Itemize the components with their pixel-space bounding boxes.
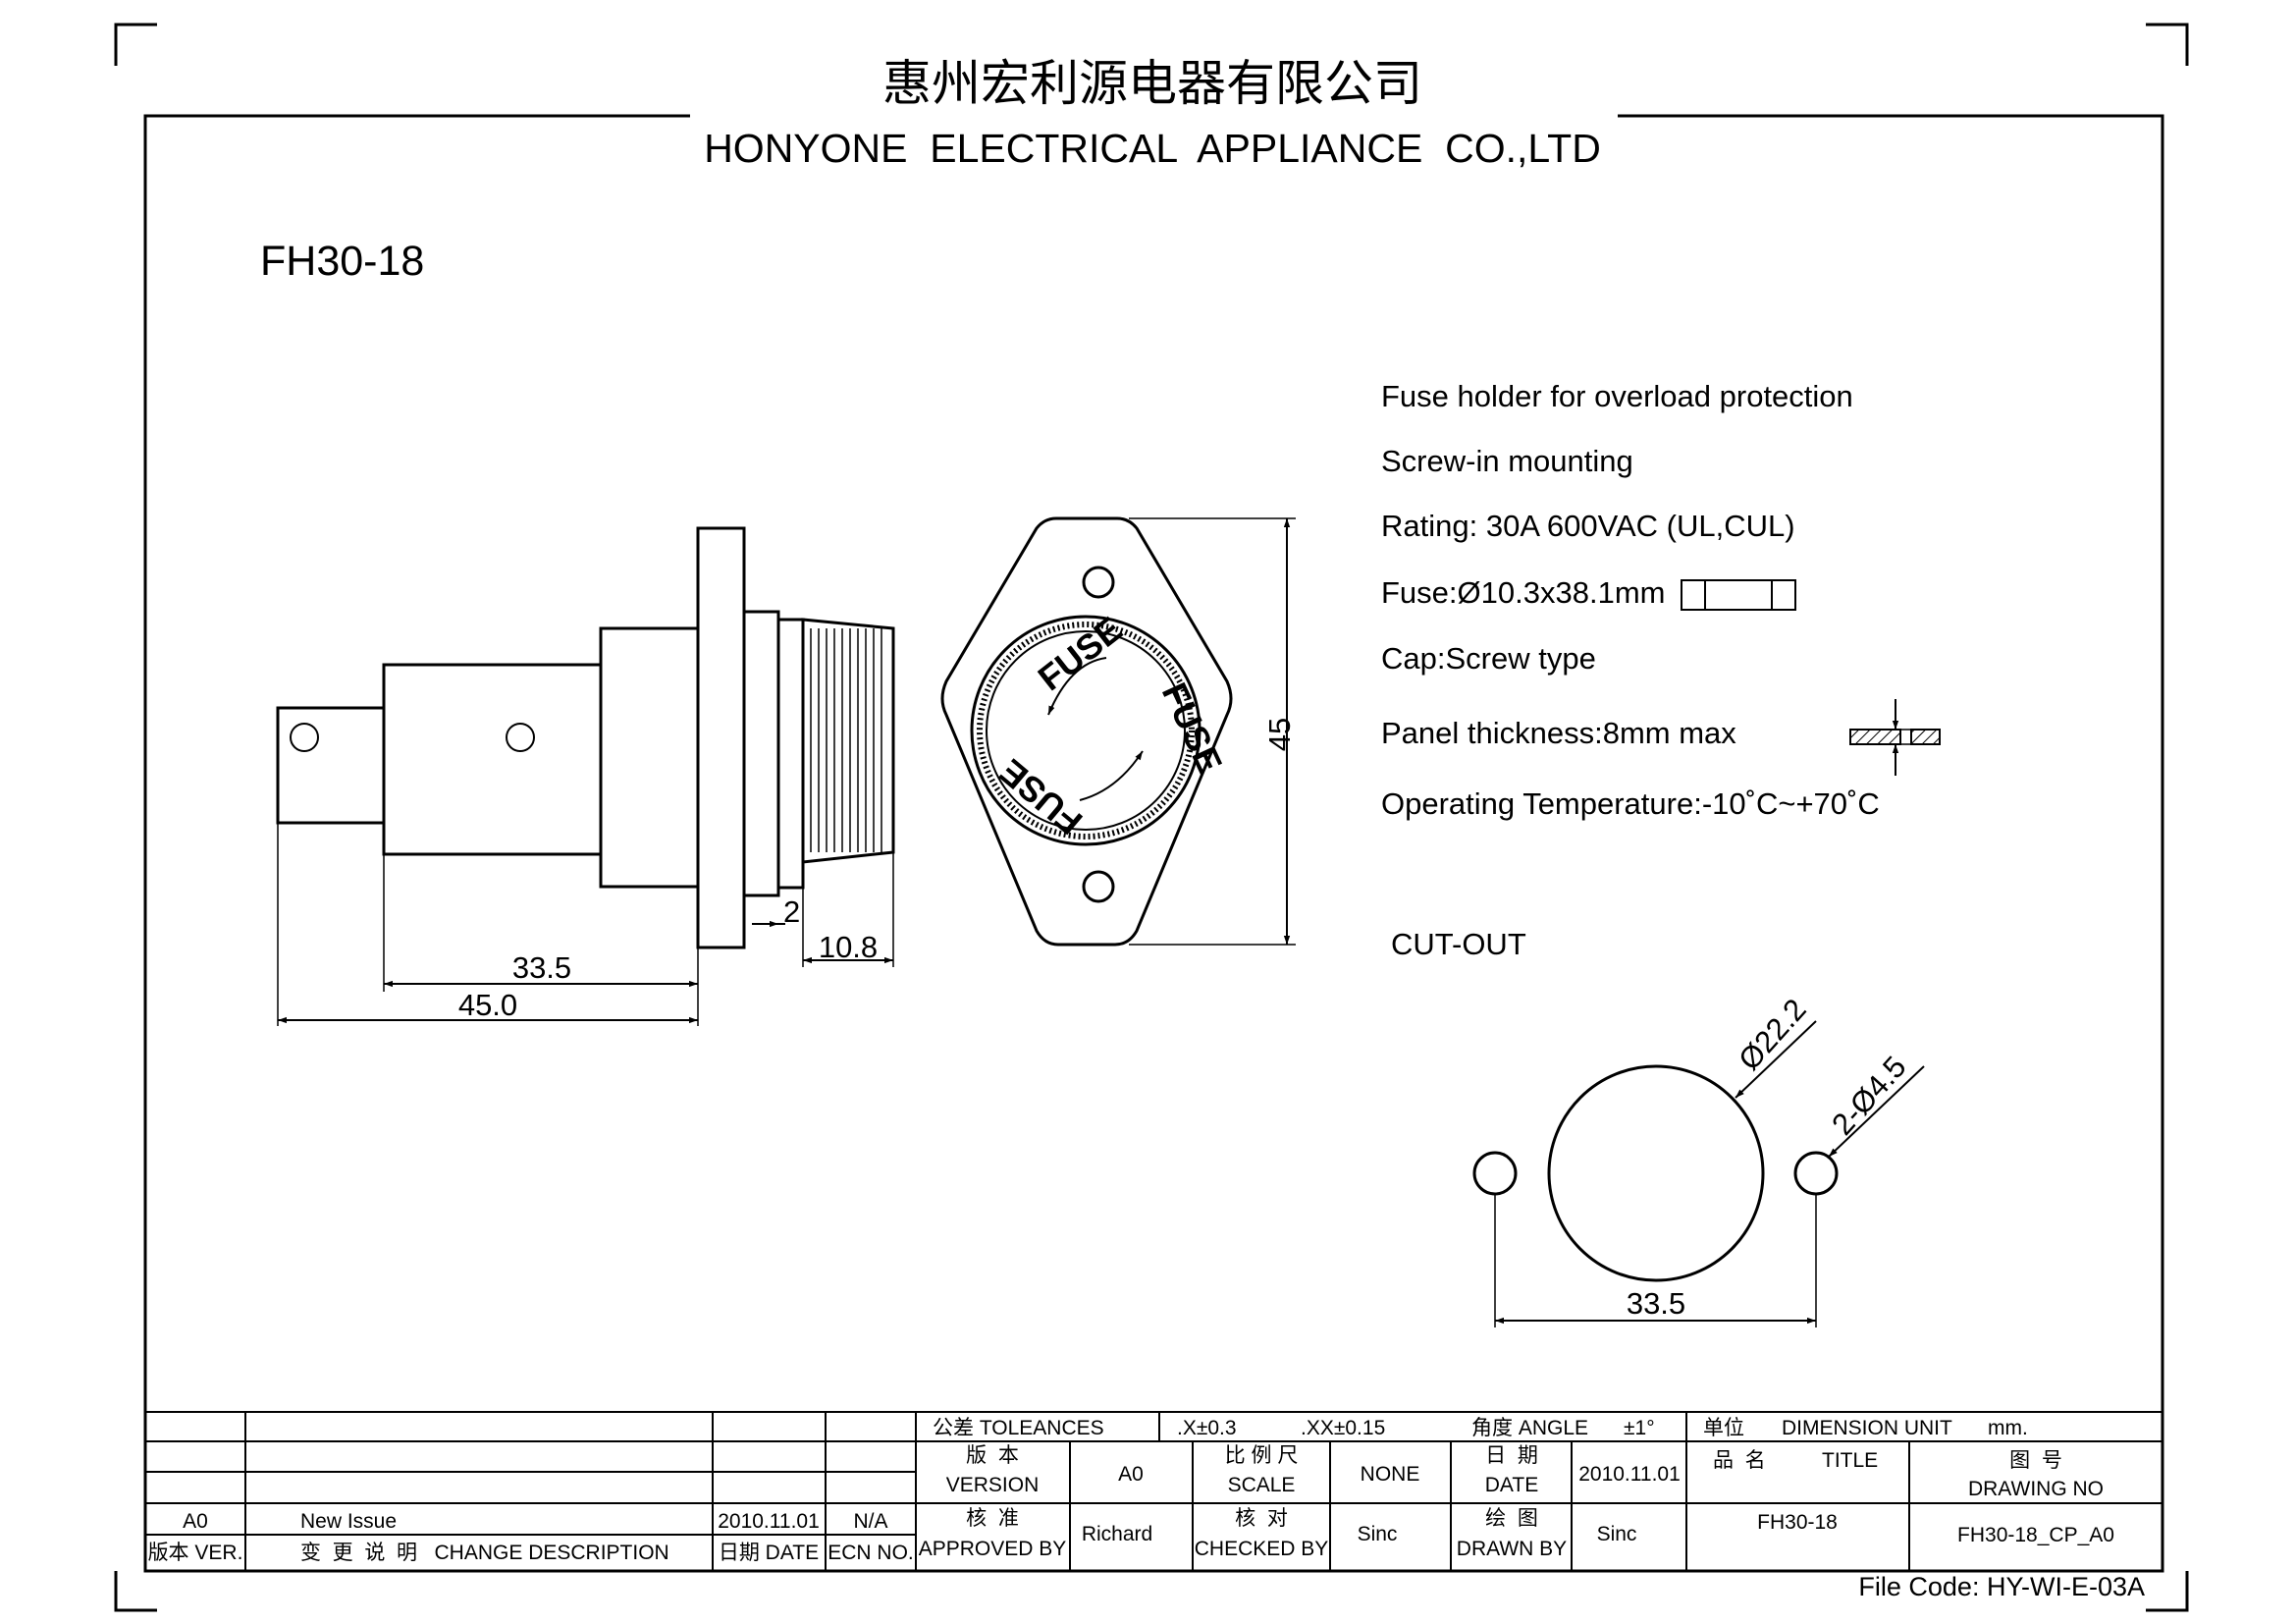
fuse-symbol-icon <box>1681 579 1796 611</box>
cap-text-top: FUSE <box>1031 609 1130 698</box>
approved-value: Richard <box>1082 1523 1152 1545</box>
spec-line: Cap:Screw type <box>1381 641 1596 676</box>
scale-cn: 比 例 尺 <box>1225 1444 1299 1467</box>
drawn-cn: 绘 图 <box>1485 1507 1538 1530</box>
spec-line: Rating: 30A 600VAC (UL,CUL) <box>1381 509 1795 543</box>
unit-desc: DIMENSION UNIT <box>1782 1417 1952 1439</box>
tolerance-x: .X±0.3 <box>1177 1417 1237 1439</box>
rev-header-ecn: ECN NO. <box>828 1542 914 1564</box>
checked-en: CHECKED BY <box>1195 1538 1329 1560</box>
dim-45-0: 45.0 <box>458 988 517 1022</box>
dim-45: 45 <box>1262 718 1297 751</box>
rev-header-date: 日期 DATE <box>719 1542 819 1564</box>
date-en: DATE <box>1485 1474 1538 1496</box>
dim-33-5: 33.5 <box>512 950 571 985</box>
unit-value: mm. <box>1988 1417 2028 1439</box>
drawing-no-cn: 图 号 <box>2009 1449 2062 1472</box>
dim-2: 2 <box>783 894 800 929</box>
company-name-cn: 惠州宏利源电器有限公司 <box>882 56 1422 111</box>
version-cn: 版 本 <box>966 1444 1019 1467</box>
drawing-border <box>143 114 2164 1573</box>
corner-marks <box>114 23 2189 1612</box>
angle-value: ±1° <box>1624 1417 1655 1439</box>
spec-line: Panel thickness:8mm max <box>1381 716 1736 750</box>
rev-description: New Issue <box>300 1510 397 1533</box>
title-cn: 品 名 <box>1713 1449 1766 1472</box>
drawn-value: Sinc <box>1597 1523 1637 1545</box>
spec-list: Fuse holder for overload protection Scre… <box>1381 379 1880 821</box>
spec-line: Fuse:Ø10.3x38.1mm <box>1381 575 1665 610</box>
model-title: FH30-18 <box>260 238 424 285</box>
dim-dia-holes: 2-Ø4.5 <box>1825 1050 1912 1142</box>
title-en: TITLE <box>1822 1449 1878 1472</box>
checked-value: Sinc <box>1358 1523 1398 1545</box>
tolerances-label: 公差 TOLEANCES <box>933 1417 1104 1439</box>
rev-header-version: 版本 VER. <box>148 1542 243 1564</box>
dim-hole-spacing: 33.5 <box>1627 1286 1685 1321</box>
file-code: File Code: HY-WI-E-03A <box>1858 1572 2145 1601</box>
angle-label: 角度 ANGLE <box>1471 1417 1588 1439</box>
spec-line: Operating Temperature:-10˚C~+70˚C <box>1381 786 1880 821</box>
drawing-no-value: FH30-18_CP_A0 <box>1957 1524 2114 1546</box>
rev-ecn: N/A <box>853 1510 887 1533</box>
rev-date: 2010.11.01 <box>718 1510 820 1533</box>
cutout-label: CUT-OUT <box>1391 927 1526 961</box>
panel-symbol-icon <box>1849 699 1941 776</box>
approved-cn: 核 准 <box>966 1507 1019 1530</box>
spec-line: Fuse holder for overload protection <box>1381 379 1853 413</box>
spec-line: Screw-in mounting <box>1381 444 1633 478</box>
company-name-en: HONYONE ELECTRICAL APPLIANCE CO.,LTD <box>704 126 1601 171</box>
cap-text-right: FUSE <box>1154 677 1231 779</box>
dim-10-8: 10.8 <box>819 930 878 964</box>
side-view: 33.5 45.0 2 10.8 <box>276 526 895 1026</box>
drawn-en: DRAWN BY <box>1457 1538 1567 1560</box>
title-value: FH30-18 <box>1757 1511 1838 1534</box>
date-value: 2010.11.01 <box>1578 1463 1681 1486</box>
scale-value: NONE <box>1361 1463 1420 1486</box>
version-en: VERSION <box>946 1474 1040 1496</box>
rev-header-description: 变 更 说 明 CHANGE DESCRIPTION <box>300 1542 669 1564</box>
version-value: A0 <box>1118 1463 1144 1486</box>
drawing-no-en: DRAWING NO <box>1968 1478 2104 1500</box>
unit-label: 单位 <box>1703 1417 1744 1439</box>
tolerance-xx: .XX±0.15 <box>1301 1417 1385 1439</box>
cutout-view: CUT-OUT Ø22.2 2-Ø4.5 33.5 <box>1391 927 1925 1327</box>
front-view: FUSE FUSE FUSE 45 <box>940 516 1297 947</box>
scale-en: SCALE <box>1228 1474 1296 1496</box>
title-block: 公差 TOLEANCES .X±0.3 .XX±0.15 角度 ANGLE ±1… <box>145 1411 2163 1571</box>
checked-cn: 核 对 <box>1235 1507 1288 1530</box>
approved-en: APPROVED BY <box>919 1538 1067 1560</box>
rev-version: A0 <box>183 1510 208 1533</box>
date-cn: 日 期 <box>1485 1444 1538 1467</box>
